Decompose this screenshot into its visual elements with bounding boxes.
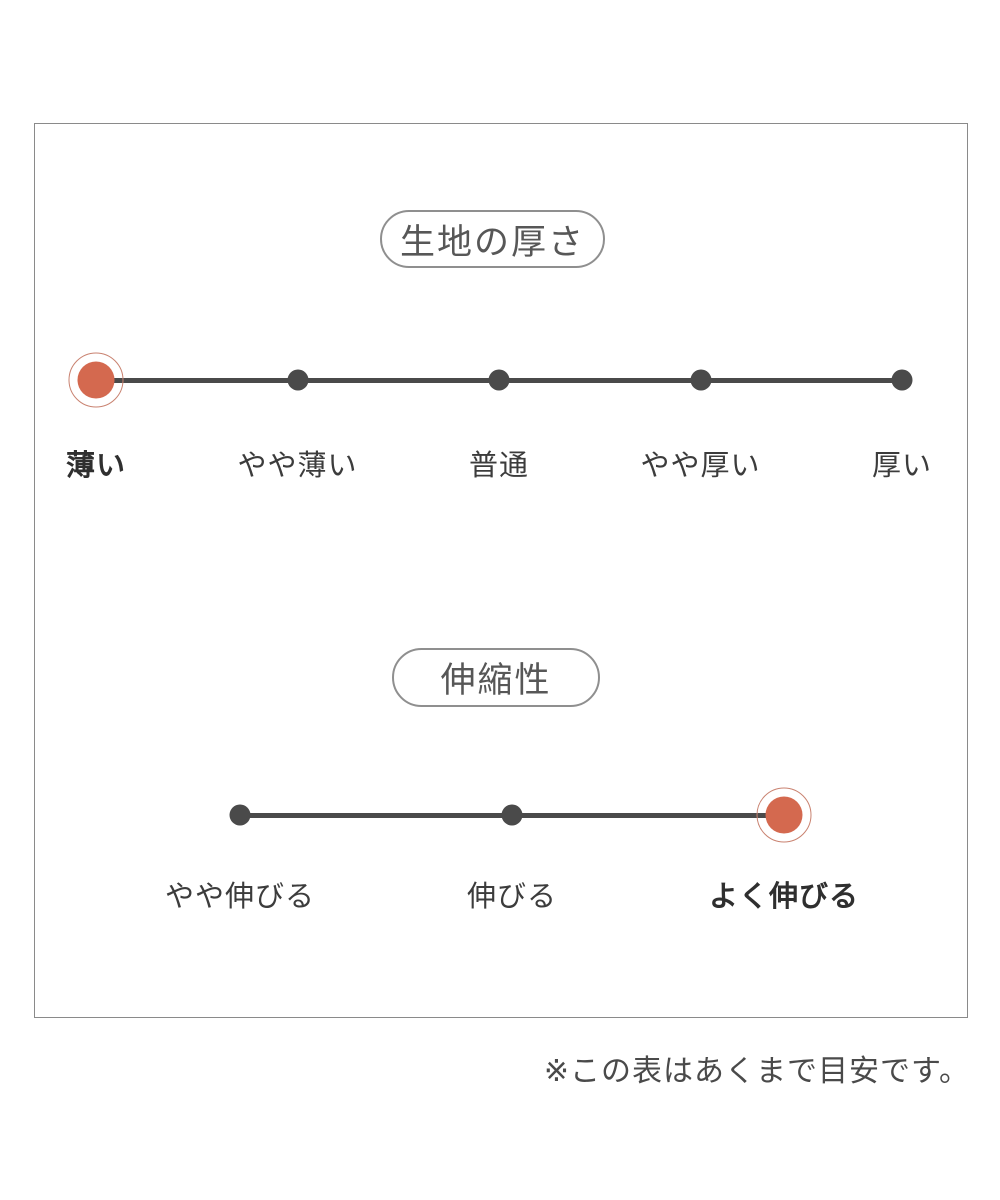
scale-point: [287, 369, 308, 391]
section-title-stretch: 伸縮性: [392, 648, 600, 707]
scale-point-selected: [765, 796, 803, 834]
scale-point-selected: [77, 361, 115, 399]
scale-point: [891, 369, 913, 391]
scale-point: [229, 804, 251, 826]
scale-label: 伸びる: [466, 881, 558, 913]
scale-point: [501, 804, 523, 826]
selected-point-ring: [68, 352, 124, 408]
scale-label: 薄い: [65, 450, 127, 482]
section-title-fabric-thickness: 生地の厚さ: [380, 210, 605, 268]
scale-label: やや伸びる: [164, 881, 316, 913]
scale-label: 普通: [468, 450, 530, 482]
section-title-stretch-label: 伸縮性: [440, 661, 552, 700]
spec-frame: [34, 123, 968, 1018]
scale-point: [690, 369, 711, 391]
scale-label: よく伸びる: [708, 881, 860, 913]
selected-point-ring: [756, 787, 812, 843]
scale-label: 厚い: [871, 450, 933, 482]
section-title-fabric-thickness-label: 生地の厚さ: [399, 222, 585, 262]
scale-point: [488, 369, 510, 391]
footnote: ※この表はあくまで目安です。: [543, 1055, 970, 1088]
scale-label: やや薄い: [237, 450, 358, 482]
scale-label: やや厚い: [640, 450, 761, 482]
